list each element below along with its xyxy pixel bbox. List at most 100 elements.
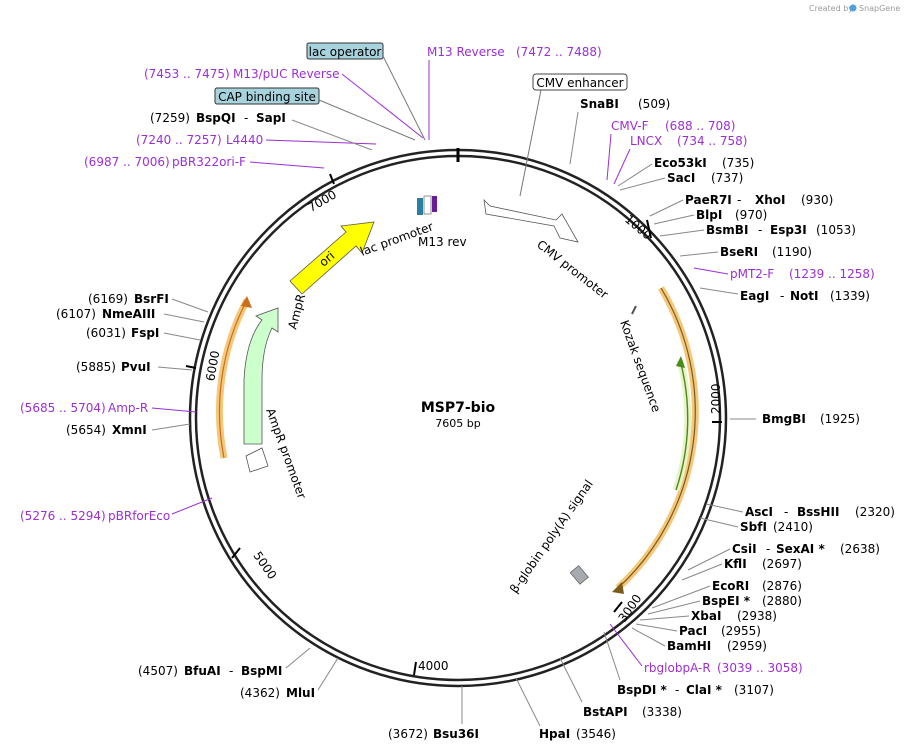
enzyme-name[interactable]: BmgBI	[762, 412, 806, 426]
primer-name[interactable]: pBR322ori-F	[172, 155, 246, 169]
enzyme-name[interactable]: SnaBI	[580, 97, 619, 111]
primer-range: (7472 .. 7488)	[516, 45, 602, 59]
enzyme-position: (3338)	[642, 705, 682, 719]
enzyme-name[interactable]: BfuAI	[184, 664, 221, 678]
enzyme-leader	[619, 177, 666, 191]
enzyme-name[interactable]: BsrFI	[134, 292, 169, 306]
primer-name[interactable]: Amp-R	[108, 401, 148, 415]
enzyme-name[interactable]: SacI	[667, 171, 695, 185]
enzyme-name[interactable]: NmeAIII	[102, 307, 155, 321]
enzyme-name[interactable]: XhoI	[755, 193, 786, 207]
enzyme-name[interactable]: SexAI *	[776, 542, 825, 556]
enzyme-name[interactable]: PacI	[679, 624, 707, 638]
enzyme-position: (930)	[801, 193, 833, 207]
enzyme-name[interactable]: CsiI	[732, 542, 757, 556]
ampr-promoter-feature[interactable]	[245, 447, 269, 473]
orf-outer-arc-left-core	[218, 299, 248, 459]
enzyme-name[interactable]: Bsu36I	[433, 727, 479, 741]
primer-name[interactable]: pBRforEco	[108, 509, 170, 523]
enzyme-name[interactable]: BsmBI	[706, 223, 748, 237]
enzyme-name[interactable]: BspEI *	[702, 594, 751, 608]
lac-operator-box[interactable]	[306, 42, 384, 60]
primer-leader	[609, 623, 643, 667]
enzyme-position: (2959)	[727, 639, 767, 653]
ampr-label: AmpR	[285, 293, 308, 331]
enzyme-leader	[651, 585, 711, 609]
cmv-promoter-feature[interactable]	[483, 198, 579, 243]
primer-name[interactable]: L4440	[226, 133, 263, 147]
enzyme-name[interactable]: BspQI	[196, 111, 236, 125]
enzyme-separator: -	[780, 289, 784, 303]
enzyme-name[interactable]: PvuI	[121, 360, 151, 374]
enzyme-position: (509)	[638, 97, 670, 111]
enzyme-position: (6169)	[88, 292, 128, 306]
enzyme-position: (6031)	[86, 326, 126, 340]
enzyme-leader	[163, 313, 205, 323]
enzyme-separator: -	[784, 505, 788, 519]
primer-range: (1239 .. 1258)	[789, 267, 875, 281]
enzyme-leader	[679, 251, 719, 257]
enzyme-name[interactable]: BseRI	[720, 245, 758, 259]
enzyme-name[interactable]: BssHII	[797, 505, 839, 519]
enzyme-name[interactable]: BspMI	[241, 664, 282, 678]
cmv-enhancer-leader	[519, 89, 542, 197]
enzyme-separator: -	[229, 664, 233, 678]
enzyme-name[interactable]: MluI	[286, 686, 315, 700]
enzyme-leader	[639, 615, 690, 621]
enzyme-name[interactable]: SbfI	[740, 520, 767, 534]
primer-name[interactable]: pMT2-F	[730, 267, 774, 281]
ori-feature[interactable]	[289, 221, 375, 295]
lac-promoter-segment[interactable]	[417, 198, 423, 215]
enzyme-name[interactable]: NotI	[790, 289, 819, 303]
primer-leader	[151, 407, 197, 413]
primer-leader	[341, 73, 424, 139]
orf-inner-arrowhead-icon	[676, 356, 685, 368]
enzyme-name[interactable]: BamHI	[667, 639, 711, 653]
plasmid-name: MSP7-bio	[421, 400, 496, 416]
enzyme-name[interactable]: XbaI	[691, 609, 721, 623]
tick-7000	[329, 173, 335, 185]
primer-name[interactable]: M13/pUC Reverse	[233, 67, 340, 81]
enzyme-name[interactable]: HpaI	[539, 727, 570, 741]
primer-leader	[265, 139, 377, 145]
primer-leader	[613, 148, 631, 185]
enzyme-name[interactable]: EagI	[740, 289, 769, 303]
enzyme-name[interactable]: Eco53kI	[654, 156, 707, 170]
primer-name[interactable]: M13 Reverse	[427, 45, 505, 59]
orf-outer-arc-left	[215, 298, 251, 459]
primer-name[interactable]: CMV-F	[611, 119, 649, 133]
cap-site-box[interactable]	[214, 87, 320, 105]
cmv-enhancer-box[interactable]	[532, 73, 628, 91]
primer-name[interactable]: rbglobpA-R	[644, 661, 711, 675]
enzyme-leader	[151, 423, 191, 431]
enzyme-name[interactable]: BlpI	[696, 208, 722, 222]
enzyme-labels-left: (5654) XmnI (5885) PvuI (6031) FspI (610…	[56, 111, 373, 437]
enzyme-name[interactable]: BspDI *	[617, 683, 667, 697]
enzyme-name[interactable]: Esp3I	[770, 223, 807, 237]
enzyme-name[interactable]: BstAPI	[583, 705, 628, 719]
enzyme-name[interactable]: EcoRI	[712, 579, 749, 593]
ampr-feature[interactable]	[243, 307, 279, 445]
polya-signal-feature[interactable]	[569, 565, 589, 585]
lac-operator-leader	[382, 55, 426, 141]
lac-operator-segment[interactable]	[423, 195, 432, 215]
primer-name[interactable]: LNCX	[630, 134, 662, 148]
enzyme-leader	[515, 677, 541, 727]
enzyme-name[interactable]: SapI	[256, 111, 286, 125]
enzyme-name[interactable]: AscI	[745, 505, 773, 519]
enzyme-name[interactable]: FspI	[131, 326, 159, 340]
m13-rev-segment[interactable]	[432, 196, 437, 212]
orf-left-arrowhead-icon	[241, 296, 252, 308]
enzyme-name[interactable]: PaeR7I	[685, 193, 732, 207]
tick-3000	[613, 601, 623, 613]
enzyme-position: (3107)	[734, 683, 774, 697]
enzyme-leader	[681, 563, 723, 581]
primer-leader	[693, 267, 729, 275]
enzyme-leader	[653, 214, 695, 225]
tick-label-4000: 4000	[418, 659, 449, 673]
enzyme-name[interactable]: ClaI *	[686, 683, 723, 697]
enzyme-leader	[647, 600, 701, 615]
enzyme-name[interactable]: XmnI	[112, 423, 147, 437]
enzyme-name[interactable]: KflI	[724, 557, 747, 571]
enzyme-position: (4507)	[138, 664, 178, 678]
